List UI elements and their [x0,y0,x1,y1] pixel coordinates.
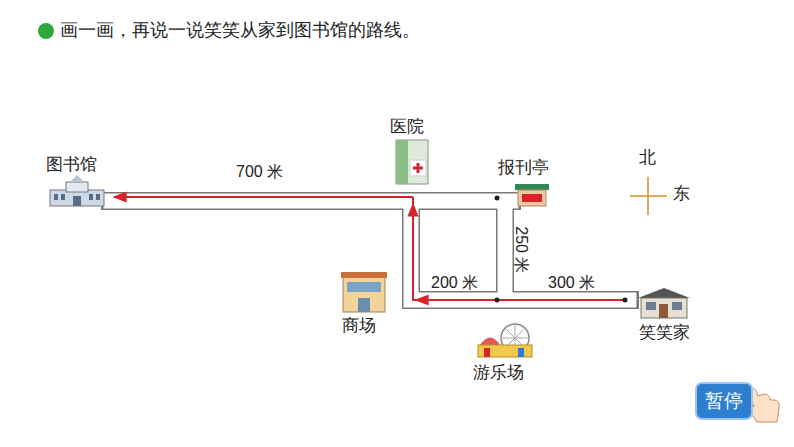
distance: 700 米 [236,163,283,181]
pause-button: 暂停 [695,382,753,420]
amusement-park-icon [478,324,532,357]
distance: 200 米 [431,274,478,292]
direction: 北 [639,149,656,168]
library-icon [50,175,104,206]
place-name: 笑笑家 [639,324,690,343]
place-name: 游乐场 [473,364,524,383]
roads [110,201,630,300]
title: 画一画，再说一说笑笑从家到图书馆的路线。 [60,21,420,41]
hospital-icon [396,140,428,184]
place-name: 商场 [342,317,376,336]
place-name: 报刊亭 [498,159,549,178]
route [114,197,624,300]
direction: 东 [673,185,690,204]
compass [630,177,667,215]
place-name: 图书馆 [46,156,97,175]
house-icon [638,288,690,318]
route-dots [495,196,628,303]
kiosk-icon [515,184,549,206]
mall-icon [341,272,387,312]
place-name: 医院 [390,118,424,137]
title-dot [38,23,54,39]
distance: 250 米 [513,226,531,273]
button-text: 暂停 [705,388,743,414]
distance: 300 米 [548,274,595,292]
